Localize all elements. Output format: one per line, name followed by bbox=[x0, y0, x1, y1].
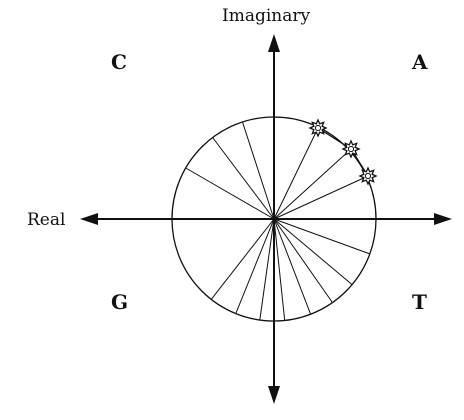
arrow-head-icon bbox=[80, 213, 98, 225]
spoke-line bbox=[259, 218, 275, 321]
sun-marker-center bbox=[347, 145, 355, 153]
marker-spoke bbox=[273, 148, 352, 220]
spoke-line bbox=[273, 218, 286, 321]
spoke-line bbox=[242, 121, 275, 220]
spoke-line bbox=[212, 137, 275, 220]
quadrant-label-a: A bbox=[412, 50, 428, 74]
sun-marker-icon bbox=[308, 118, 328, 138]
quadrant-label-g: G bbox=[111, 290, 129, 314]
sun-marker-icon bbox=[341, 139, 361, 159]
sequence-path bbox=[317, 127, 369, 177]
arrow-head-icon bbox=[268, 34, 280, 52]
arrow-head-icon bbox=[434, 213, 452, 225]
spoke-line bbox=[185, 167, 275, 220]
real-axis-label: Real bbox=[27, 210, 66, 230]
spoke-line bbox=[273, 218, 353, 285]
spoke-line bbox=[273, 218, 333, 303]
arrow-head-icon bbox=[268, 386, 280, 404]
marker-spoke bbox=[273, 127, 319, 220]
spokes bbox=[185, 121, 370, 321]
spoke-line bbox=[235, 218, 275, 314]
sun-marker-icon bbox=[358, 166, 378, 186]
quadrant-label-t: T bbox=[412, 290, 427, 314]
spoke-line bbox=[273, 218, 312, 315]
sun-marker-center bbox=[314, 124, 322, 132]
spoke-line bbox=[210, 218, 275, 300]
spoke-line bbox=[273, 218, 370, 255]
imaginary-axis-label: Imaginary bbox=[222, 6, 311, 26]
quadrant-label-c: C bbox=[111, 50, 127, 74]
sun-marker-center bbox=[364, 172, 372, 180]
markers bbox=[273, 118, 378, 220]
marker-spoke bbox=[273, 175, 369, 220]
